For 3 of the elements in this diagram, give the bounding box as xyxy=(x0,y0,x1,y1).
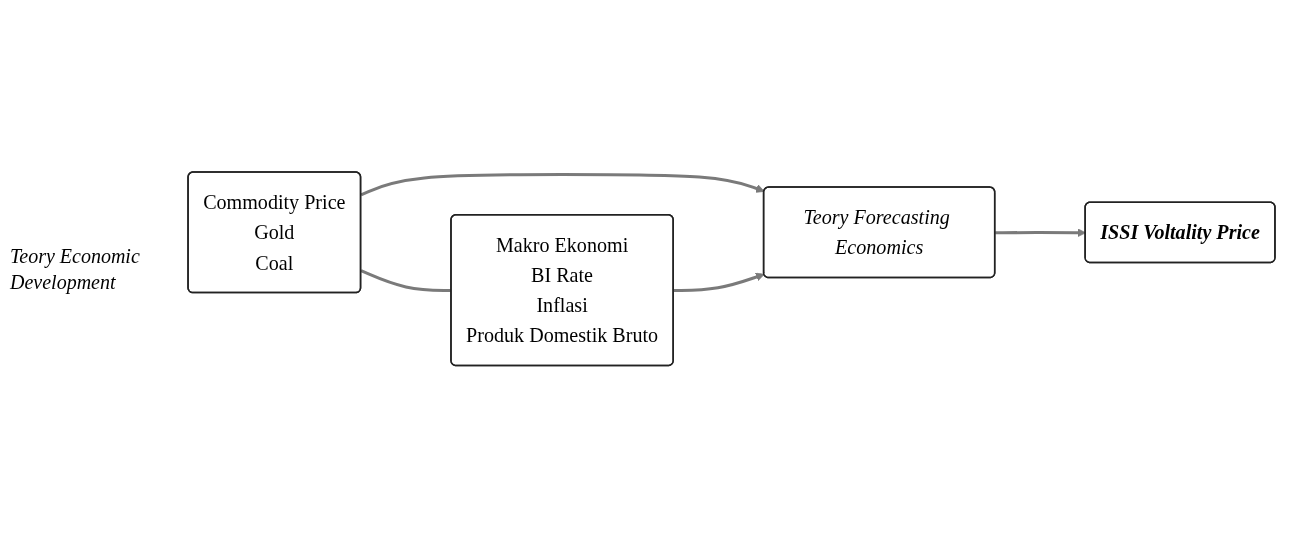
arrow xyxy=(360,172,765,197)
theory-label: Teory Economic Development xyxy=(10,243,141,295)
arrow xyxy=(673,272,765,292)
